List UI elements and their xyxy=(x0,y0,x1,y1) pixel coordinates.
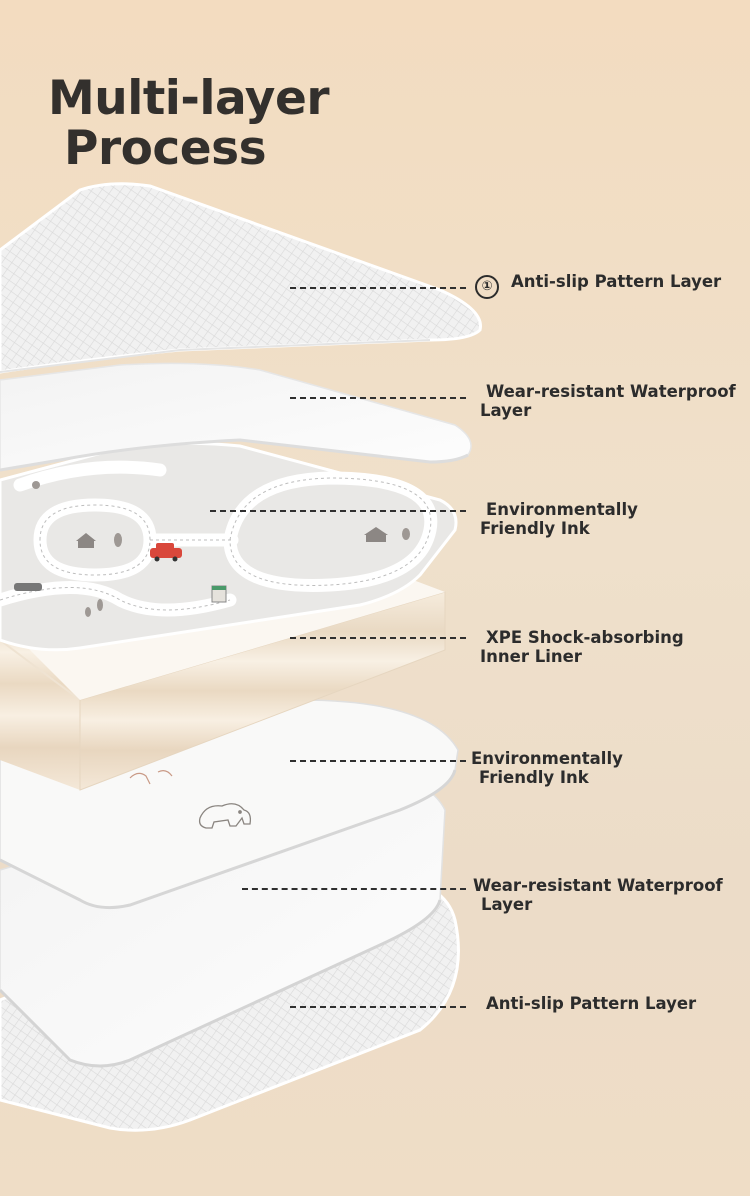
layer-label-5: Environmentally Friendly Ink xyxy=(471,749,623,787)
layer-label-7: Anti-slip Pattern Layer xyxy=(486,994,697,1013)
leader-line-3 xyxy=(210,510,466,512)
leader-line-5 xyxy=(290,760,466,762)
title-line-1: Multi-layer xyxy=(48,71,330,126)
layer-label-4: XPE Shock-absorbing Inner Liner xyxy=(480,628,684,666)
leader-line-4 xyxy=(290,637,466,639)
tree-icon xyxy=(32,481,410,617)
layer-anti-slip-top xyxy=(0,182,482,374)
circled-number-icon: ① xyxy=(475,275,499,299)
layer-label-6: Wear-resistant Waterproof Layer xyxy=(473,876,723,914)
car-icon xyxy=(150,543,182,562)
layer-waterproof-top xyxy=(0,362,472,472)
leader-line-1 xyxy=(290,287,466,289)
animal-outline-icon xyxy=(129,770,173,785)
small-car-icon xyxy=(14,583,42,591)
page-title: Multi-layer Process xyxy=(48,71,330,176)
leader-line-7 xyxy=(290,1006,466,1008)
elephant-icon xyxy=(198,803,252,829)
house-icon xyxy=(76,527,388,548)
building-icon xyxy=(211,585,227,603)
layer-ink-print xyxy=(0,441,458,652)
layer-label-3: Environmentally Friendly Ink xyxy=(480,500,638,538)
leader-line-2 xyxy=(290,397,466,399)
layer-label-2: Wear-resistant Waterproof Layer xyxy=(480,382,736,420)
leader-line-6 xyxy=(242,888,466,890)
title-line-2: Process xyxy=(64,121,267,176)
